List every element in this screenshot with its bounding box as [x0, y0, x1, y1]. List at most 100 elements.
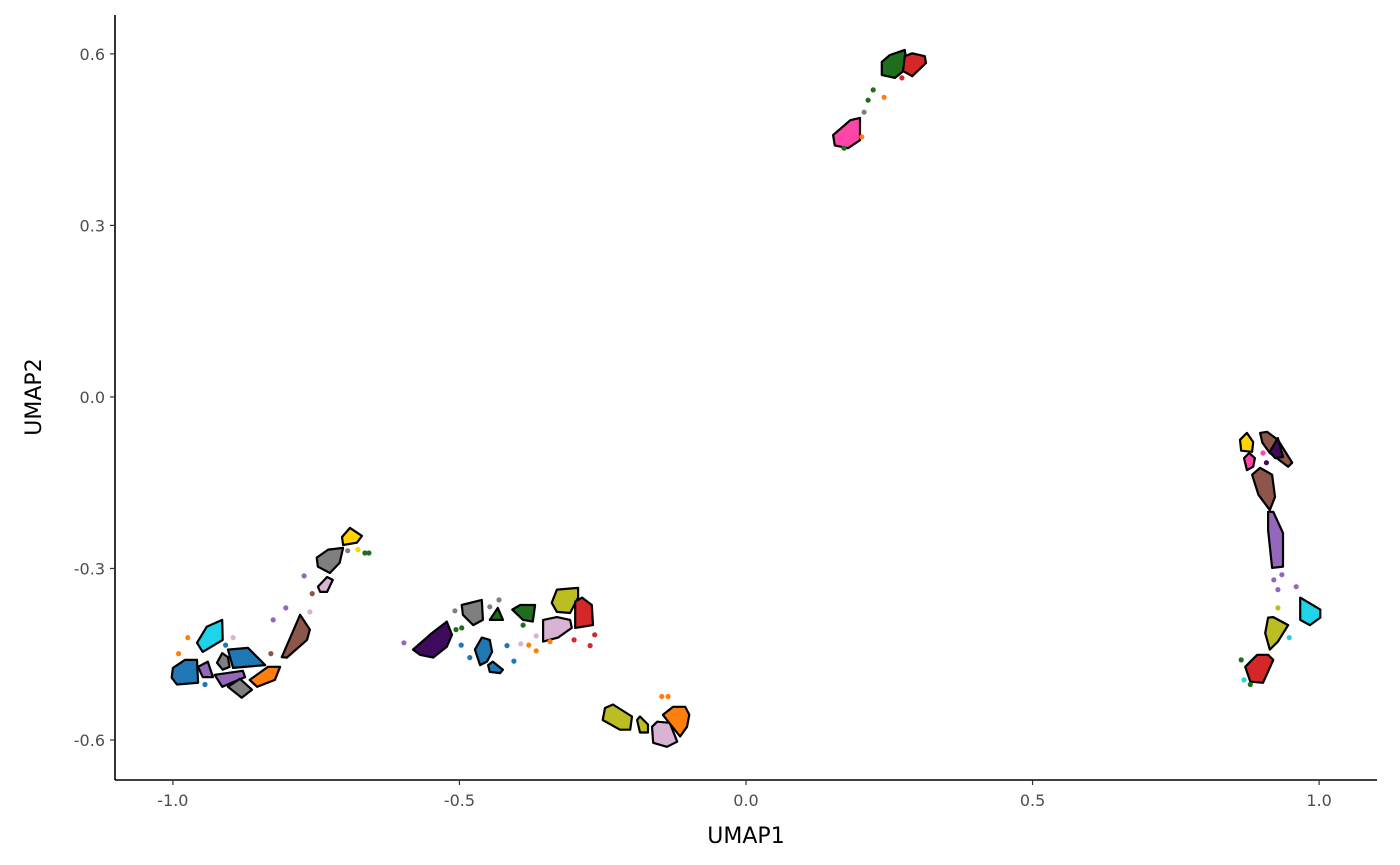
y-tick-label: -0.3: [74, 559, 105, 578]
y-tick-label: 0.0: [80, 388, 105, 407]
data-point-blue: [223, 642, 229, 648]
data-point-orange: [881, 94, 887, 100]
data-point-thistle: [518, 641, 524, 647]
data-point-orange: [526, 642, 532, 648]
cluster-hull-thistle: [650, 720, 679, 748]
data-point-green: [459, 625, 465, 631]
data-point-red: [571, 637, 577, 643]
data-point-olive: [1275, 605, 1281, 611]
data-point-yellow: [355, 547, 361, 553]
data-point-blue: [504, 643, 510, 649]
cluster-hull-yellow: [1238, 431, 1255, 453]
cluster-hull-orange: [661, 705, 691, 738]
data-point-gray: [345, 548, 351, 554]
data-point-purple: [401, 640, 407, 646]
data-point-blue: [511, 658, 517, 664]
data-point-hotpink: [1260, 450, 1266, 456]
cluster-hull-darkpurple: [1268, 437, 1285, 460]
cluster-hull-purple: [1266, 510, 1285, 570]
data-point-purple: [270, 617, 276, 623]
cluster-hull-brown: [280, 613, 311, 659]
data-point-brown: [268, 651, 274, 657]
data-point-purple: [1279, 572, 1285, 578]
data-point-gray: [496, 597, 502, 603]
cluster-hulls: [170, 48, 1322, 748]
cluster-hull-orange: [248, 665, 282, 688]
data-point-green: [870, 87, 876, 93]
cluster-hull-olive: [1264, 615, 1290, 651]
cluster-hull-blue: [487, 660, 505, 675]
data-point-green: [865, 97, 871, 103]
data-point-purple: [301, 573, 307, 579]
data-point-purple: [1271, 577, 1277, 583]
scatter-points: [176, 75, 1299, 700]
data-point-purple: [283, 605, 289, 611]
cluster-hull-cyan: [1299, 596, 1322, 627]
data-point-green: [520, 622, 526, 628]
cluster-hull-gray: [226, 677, 254, 699]
cluster-hull-blue: [226, 646, 267, 670]
data-point-orange: [533, 648, 539, 654]
cluster-hull-purple: [197, 660, 215, 679]
x-axis-ticks: -1.0 -0.5 0.0 0.5 1.0: [157, 780, 1332, 810]
data-point-orange: [176, 651, 182, 657]
cluster-hull-hotpink: [831, 116, 862, 150]
cluster-hull-hotpink: [1242, 451, 1257, 472]
cluster-hull-blue: [170, 658, 200, 686]
data-point-blue: [202, 681, 208, 688]
x-tick-label: 1.0: [1306, 791, 1331, 810]
data-point-purple: [1293, 584, 1299, 590]
cluster-hull-red: [574, 596, 595, 630]
data-point-orange: [665, 693, 671, 700]
data-point-green: [841, 145, 847, 151]
data-point-green: [1238, 657, 1244, 663]
x-tick-label: 0.0: [733, 791, 758, 810]
data-point-orange: [659, 693, 665, 700]
data-point-purple: [1275, 587, 1281, 593]
cluster-hull-green: [511, 603, 537, 623]
cluster-hull-thistle: [316, 575, 334, 594]
data-point-green: [453, 627, 459, 633]
cluster-hull-cyan: [195, 618, 224, 654]
data-point-brown: [309, 591, 315, 597]
data-point-orange: [185, 635, 191, 641]
data-point-blue: [458, 642, 464, 648]
cluster-hull-brown: [1250, 466, 1277, 512]
data-point-green: [1247, 681, 1253, 688]
cluster-hull-gray: [215, 651, 231, 671]
cluster-hull-purple: [213, 669, 247, 688]
cluster-hull-red: [901, 52, 928, 78]
x-axis-title: UMAP1: [707, 824, 784, 849]
cluster-hull-olive: [601, 703, 634, 731]
cluster-hull-red: [1244, 653, 1275, 684]
data-point-green: [362, 550, 368, 556]
data-point-thistle: [230, 635, 236, 641]
data-point-darkpurple: [1263, 460, 1269, 466]
x-tick-label: -1.0: [157, 791, 188, 810]
data-point-thistle: [533, 633, 539, 639]
cluster-hull-green: [488, 606, 505, 622]
cluster-hull-olive: [550, 586, 580, 615]
cluster-hull-olive: [635, 715, 650, 734]
data-point-gray: [452, 608, 458, 614]
y-tick-label: 0.3: [80, 216, 105, 235]
data-point-gray: [487, 604, 493, 610]
y-axis-ticks: -0.6-0.30.00.30.6: [74, 45, 115, 750]
x-tick-label: -0.5: [444, 791, 475, 810]
y-axis-title: UMAP2: [22, 358, 47, 435]
data-point-thistle: [307, 609, 313, 615]
cluster-hull-blue: [473, 636, 494, 667]
cluster-hull-darkpurple: [411, 620, 454, 659]
data-point-green: [366, 550, 372, 556]
data-point-red: [587, 643, 593, 649]
data-point-red: [592, 632, 598, 638]
cluster-hull-gray: [315, 546, 345, 575]
data-point-gray: [861, 109, 867, 115]
cluster-hull-thistle: [541, 615, 573, 643]
data-point-cyan: [1286, 635, 1292, 641]
x-tick-label: 0.5: [1020, 791, 1045, 810]
y-tick-label: -0.6: [74, 731, 105, 750]
data-point-cyan: [1241, 677, 1247, 683]
cluster-hull-yellow: [340, 526, 364, 547]
